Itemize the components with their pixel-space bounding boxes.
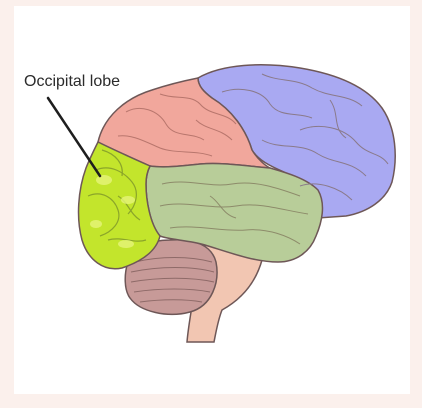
occipital-lobe-label: Occipital lobe	[24, 73, 120, 91]
label-pointer-line	[48, 98, 100, 176]
